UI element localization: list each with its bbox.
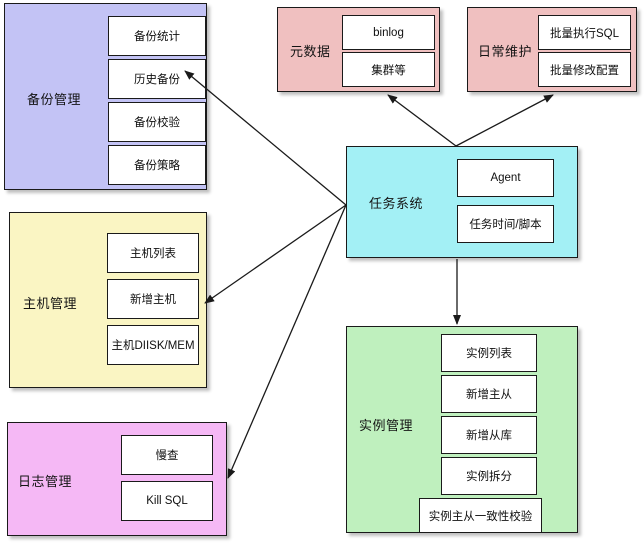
item-backup-2[interactable]: 备份校验: [108, 102, 206, 142]
group-label-backup: 备份管理: [27, 92, 82, 107]
group-label-log: 日志管理: [18, 474, 73, 489]
group-label-metadata: 元数据: [290, 44, 331, 59]
item-maintenance-1[interactable]: 批量修改配置: [538, 52, 631, 87]
arrow-task-to-metadata: [387, 94, 457, 147]
group-label-instance: 实例管理: [359, 418, 414, 433]
item-instance-4[interactable]: 实例主从一致性校验: [419, 498, 542, 533]
item-metadata-0[interactable]: binlog: [342, 15, 435, 50]
group-instance[interactable]: 实例管理 实例列表新增主从新增从库实例拆分实例主从一致性校验: [346, 326, 578, 533]
arrow-task-to-maintenance: [455, 94, 554, 147]
arrow-task-to-log: [227, 204, 347, 479]
item-host-1[interactable]: 新增主机: [107, 279, 199, 319]
item-host-2[interactable]: 主机DIISK/MEM: [107, 325, 199, 365]
group-backup[interactable]: 备份管理 备份统计历史备份备份校验备份策略: [4, 3, 207, 190]
item-maintenance-0[interactable]: 批量执行SQL: [538, 15, 631, 50]
item-backup-0[interactable]: 备份统计: [108, 16, 206, 56]
group-label-host: 主机管理: [23, 296, 78, 311]
item-log-0[interactable]: 慢查: [121, 435, 213, 475]
arrow-task-to-host: [204, 204, 347, 304]
group-host[interactable]: 主机管理 主机列表新增主机主机DIISK/MEM: [9, 212, 207, 388]
item-metadata-1[interactable]: 集群等: [342, 52, 435, 87]
group-label-task-system: 任务系统: [369, 196, 424, 211]
item-task-system-1[interactable]: 任务时间/脚本: [457, 205, 554, 243]
item-instance-3[interactable]: 实例拆分: [441, 457, 537, 495]
item-backup-3[interactable]: 备份策略: [108, 145, 206, 185]
item-task-system-0[interactable]: Agent: [457, 159, 554, 197]
group-task-system[interactable]: 任务系统 Agent 任务时间/脚本: [346, 146, 578, 258]
item-host-0[interactable]: 主机列表: [107, 233, 199, 273]
item-instance-0[interactable]: 实例列表: [441, 334, 537, 372]
item-instance-1[interactable]: 新增主从: [441, 375, 537, 413]
group-label-maintenance: 日常维护: [478, 44, 533, 59]
item-backup-1[interactable]: 历史备份: [108, 59, 206, 99]
item-instance-2[interactable]: 新增从库: [441, 416, 537, 454]
group-log[interactable]: 日志管理 慢查 Kill SQL: [7, 422, 227, 536]
item-log-1[interactable]: Kill SQL: [121, 481, 213, 521]
